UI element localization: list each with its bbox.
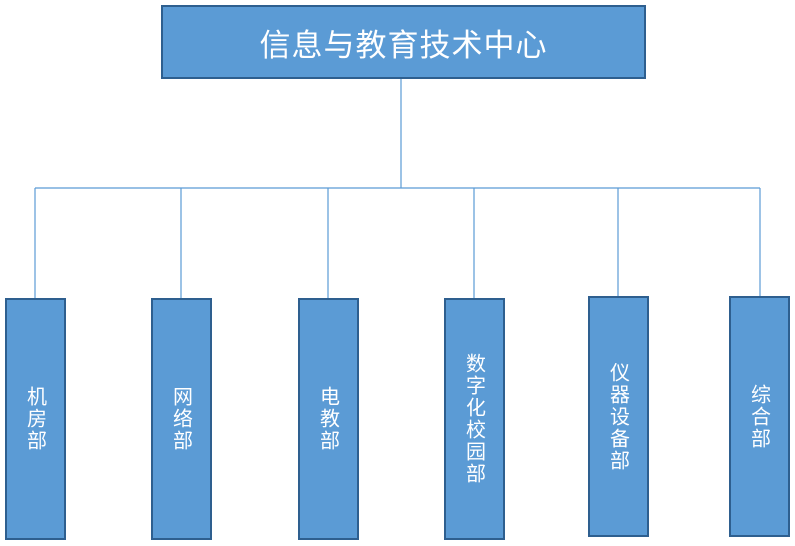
department-label-0: 机房部	[23, 386, 48, 452]
department-label-2: 电教部	[316, 386, 341, 452]
root-node-label: 信息与教育技术中心	[259, 27, 548, 64]
root-node: 信息与教育技术中心	[161, 5, 646, 79]
department-node-5: 综合部	[729, 296, 790, 537]
department-label-3: 数字化校园部	[462, 353, 487, 485]
department-node-0: 机房部	[5, 298, 66, 540]
department-label-5: 综合部	[747, 383, 772, 450]
department-node-1: 网络部	[151, 298, 212, 540]
department-node-3: 数字化校园部	[444, 298, 505, 540]
department-label-4: 仪器设备部	[606, 361, 631, 472]
department-node-2: 电教部	[298, 298, 359, 540]
department-label-1: 网络部	[169, 386, 194, 452]
department-node-4: 仪器设备部	[588, 296, 649, 537]
